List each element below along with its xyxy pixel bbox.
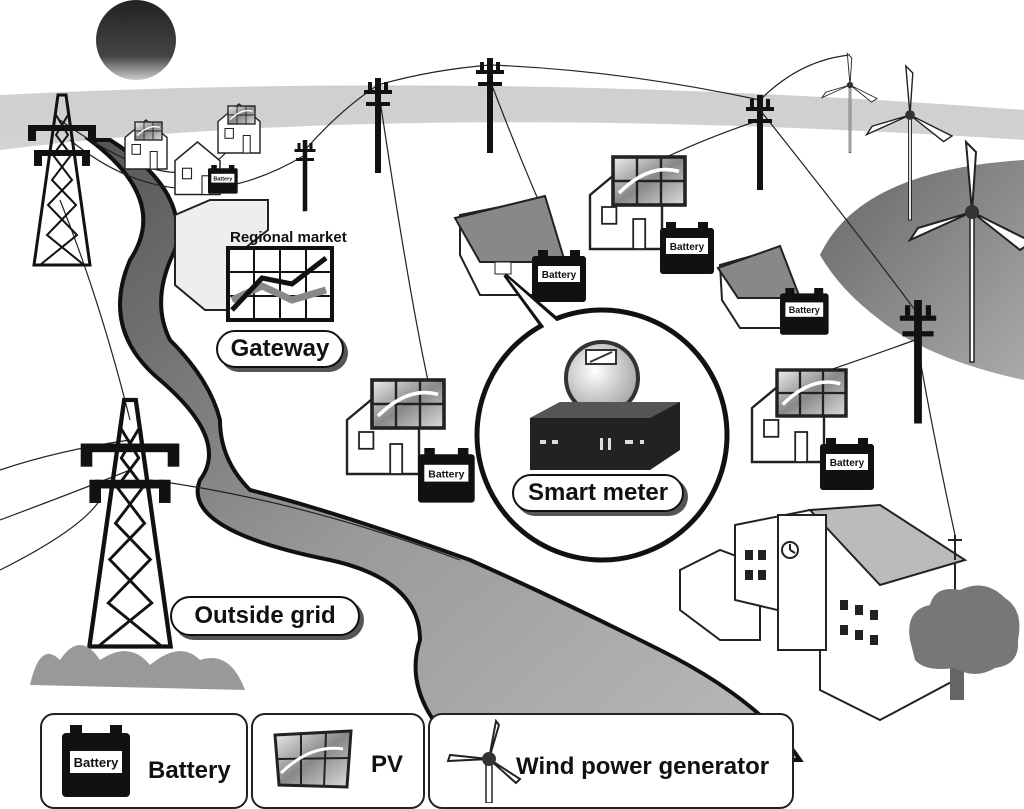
solar-panel-icon	[370, 378, 446, 430]
legend-battery-icon-label: Battery	[74, 755, 120, 770]
solar-panel-icon	[227, 105, 256, 125]
regional-market-building: Regional market	[174, 199, 347, 311]
smart-meter-icon	[530, 340, 680, 470]
battery-icon	[820, 438, 874, 490]
battery-icon	[660, 222, 714, 274]
legend-wind: Wind power generator	[428, 713, 794, 809]
legend-pv-text: PV	[371, 751, 404, 778]
chart-icon	[226, 246, 334, 322]
legend-battery-text: Battery	[148, 757, 231, 784]
battery-icon	[780, 288, 829, 335]
outside-grid-label: Outside grid	[170, 596, 360, 636]
battery-icon	[418, 448, 475, 503]
grass	[30, 645, 245, 690]
power-lines	[0, 54, 956, 571]
solar-panel-icon	[134, 121, 163, 141]
regional-market-label: Regional market	[230, 229, 347, 246]
wind-turbine-icon	[446, 719, 522, 803]
solar-panel-icon	[775, 368, 848, 418]
battery-icon: Battery	[62, 725, 130, 797]
legend-wind-text: Wind power generator	[516, 753, 770, 780]
tree-icon	[909, 585, 1020, 700]
legend-battery: Battery Battery	[40, 713, 248, 809]
solar-panel-icon	[273, 729, 353, 789]
legend-pv: PV	[251, 713, 425, 809]
factory-icon	[679, 503, 968, 722]
smart-meter-label: Smart meter	[512, 474, 684, 512]
battery-icon	[208, 165, 238, 194]
sun-icon	[96, 0, 176, 80]
solar-panel-icon	[611, 155, 687, 207]
gateway-label: Gateway	[216, 330, 344, 368]
battery-icon	[532, 250, 586, 302]
